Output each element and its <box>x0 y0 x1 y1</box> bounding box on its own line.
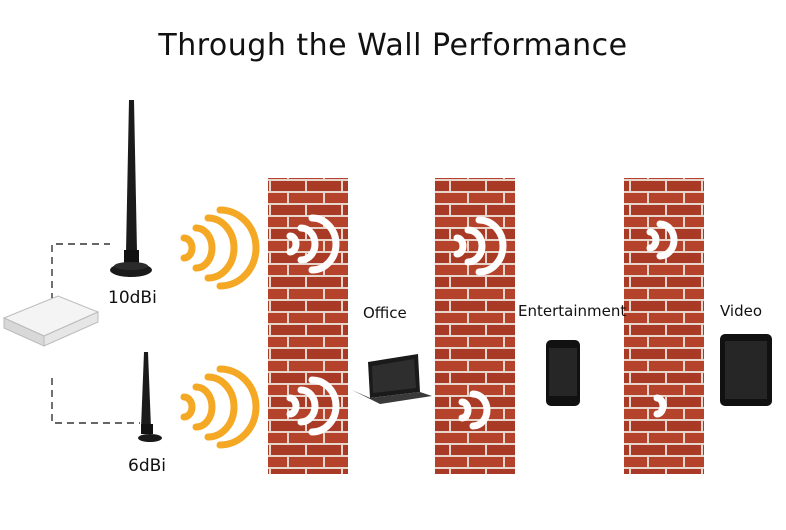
diagram-title: Through the Wall Performance <box>158 28 628 63</box>
room-label-entertainment: Entertainment <box>518 302 627 320</box>
signal-white-wall2-bottom-icon <box>458 390 491 430</box>
signal-orange-top-icon <box>180 206 260 290</box>
signal-white-wall3-bottom-icon <box>653 394 667 418</box>
signal-white-wall3-top-icon <box>646 220 678 260</box>
laptop-icon <box>352 354 432 404</box>
connection-lines <box>51 243 140 424</box>
room-label-office: Office <box>363 304 407 322</box>
signal-white-wall2-top-icon <box>453 216 507 276</box>
room-label-video: Video <box>720 302 763 320</box>
signal-white-wall1-bottom-icon <box>286 376 340 436</box>
smartphone-icon <box>546 340 580 406</box>
router-icon <box>2 295 100 347</box>
signal-white-wall1-top-icon <box>286 214 340 274</box>
brick-wall-2 <box>435 178 515 474</box>
tablet-icon <box>720 334 772 406</box>
antenna-6dbi-label: 6dBi <box>128 456 166 476</box>
brick-wall-1 <box>268 178 348 474</box>
antenna-10dbi-icon <box>110 100 152 277</box>
antenna-6dbi-icon <box>138 352 162 442</box>
signal-orange-bottom-icon <box>180 365 260 449</box>
connection-line-top <box>51 243 110 300</box>
antenna-10dbi-label: 10dBi <box>108 288 157 308</box>
connection-line-bottom <box>51 378 140 424</box>
